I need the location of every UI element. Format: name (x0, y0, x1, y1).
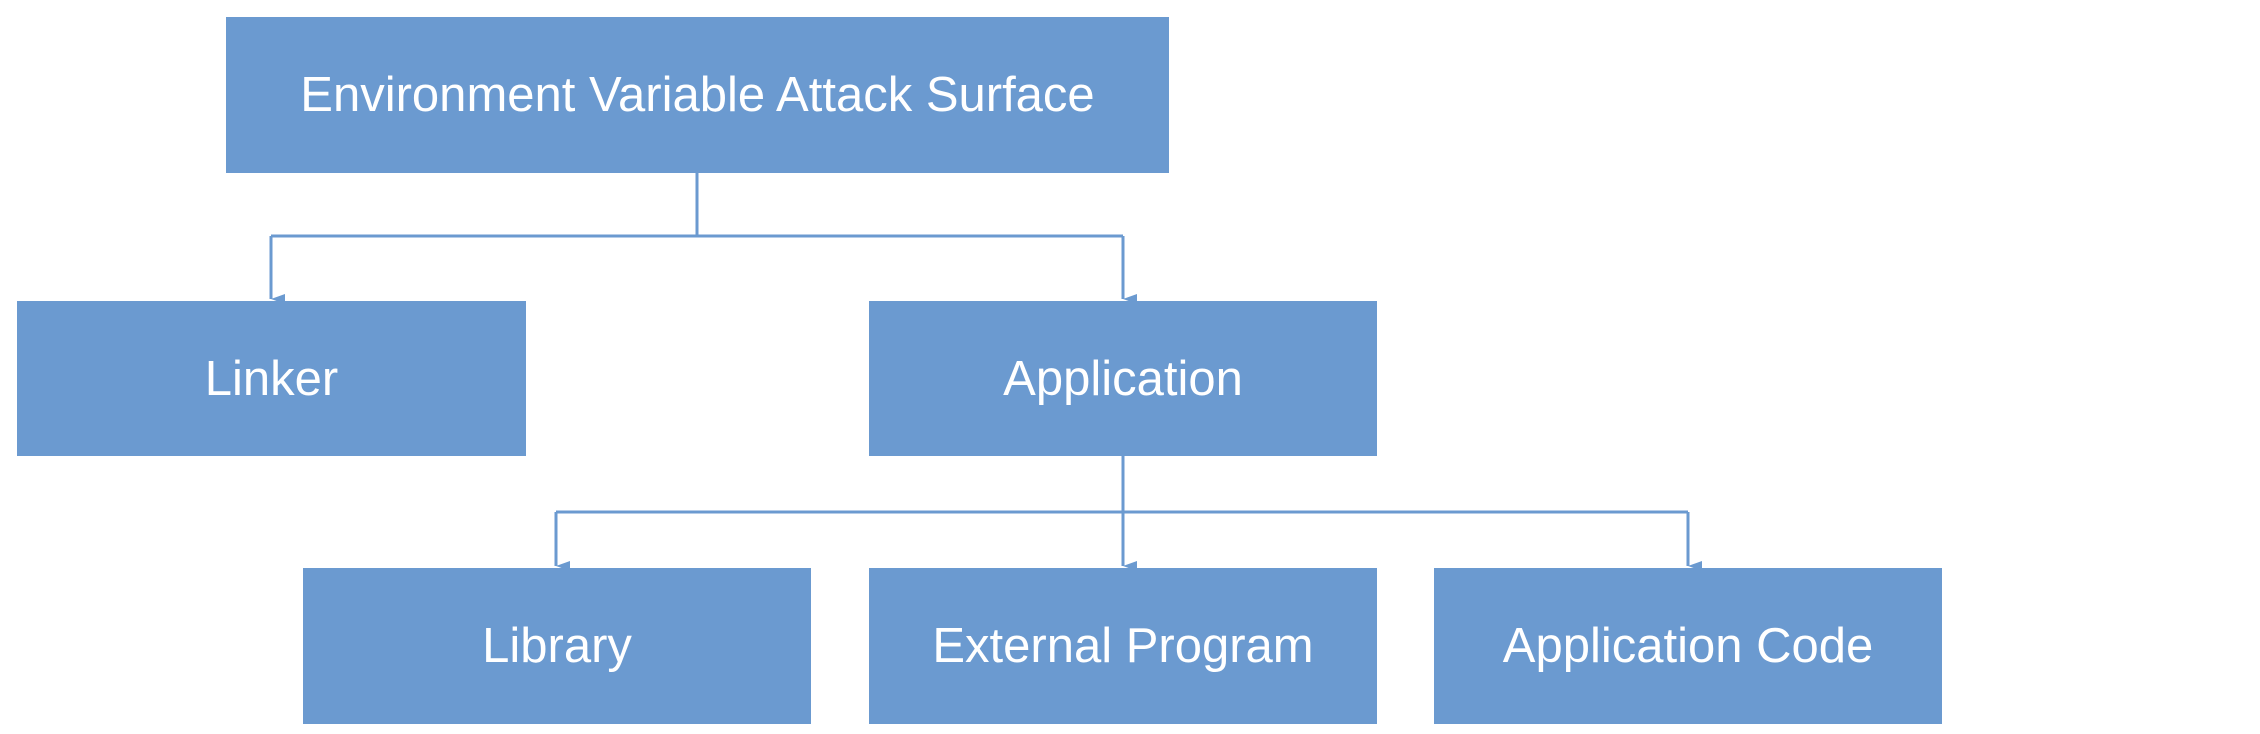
node-application-code-label: Application Code (1502, 619, 1874, 673)
node-root-label: Environment Variable Attack Surface (300, 68, 1095, 122)
node-external-program-label: External Program (932, 619, 1314, 673)
node-application-code: Application Code (1434, 568, 1942, 724)
node-linker-label: Linker (204, 351, 339, 406)
node-application-label: Application (1003, 351, 1243, 406)
node-application: Application (869, 301, 1377, 456)
node-library: Library (303, 568, 811, 724)
node-linker: Linker (17, 301, 526, 456)
node-external-program: External Program (869, 568, 1377, 724)
node-root: Environment Variable Attack Surface (226, 17, 1169, 173)
node-library-label: Library (482, 619, 632, 673)
